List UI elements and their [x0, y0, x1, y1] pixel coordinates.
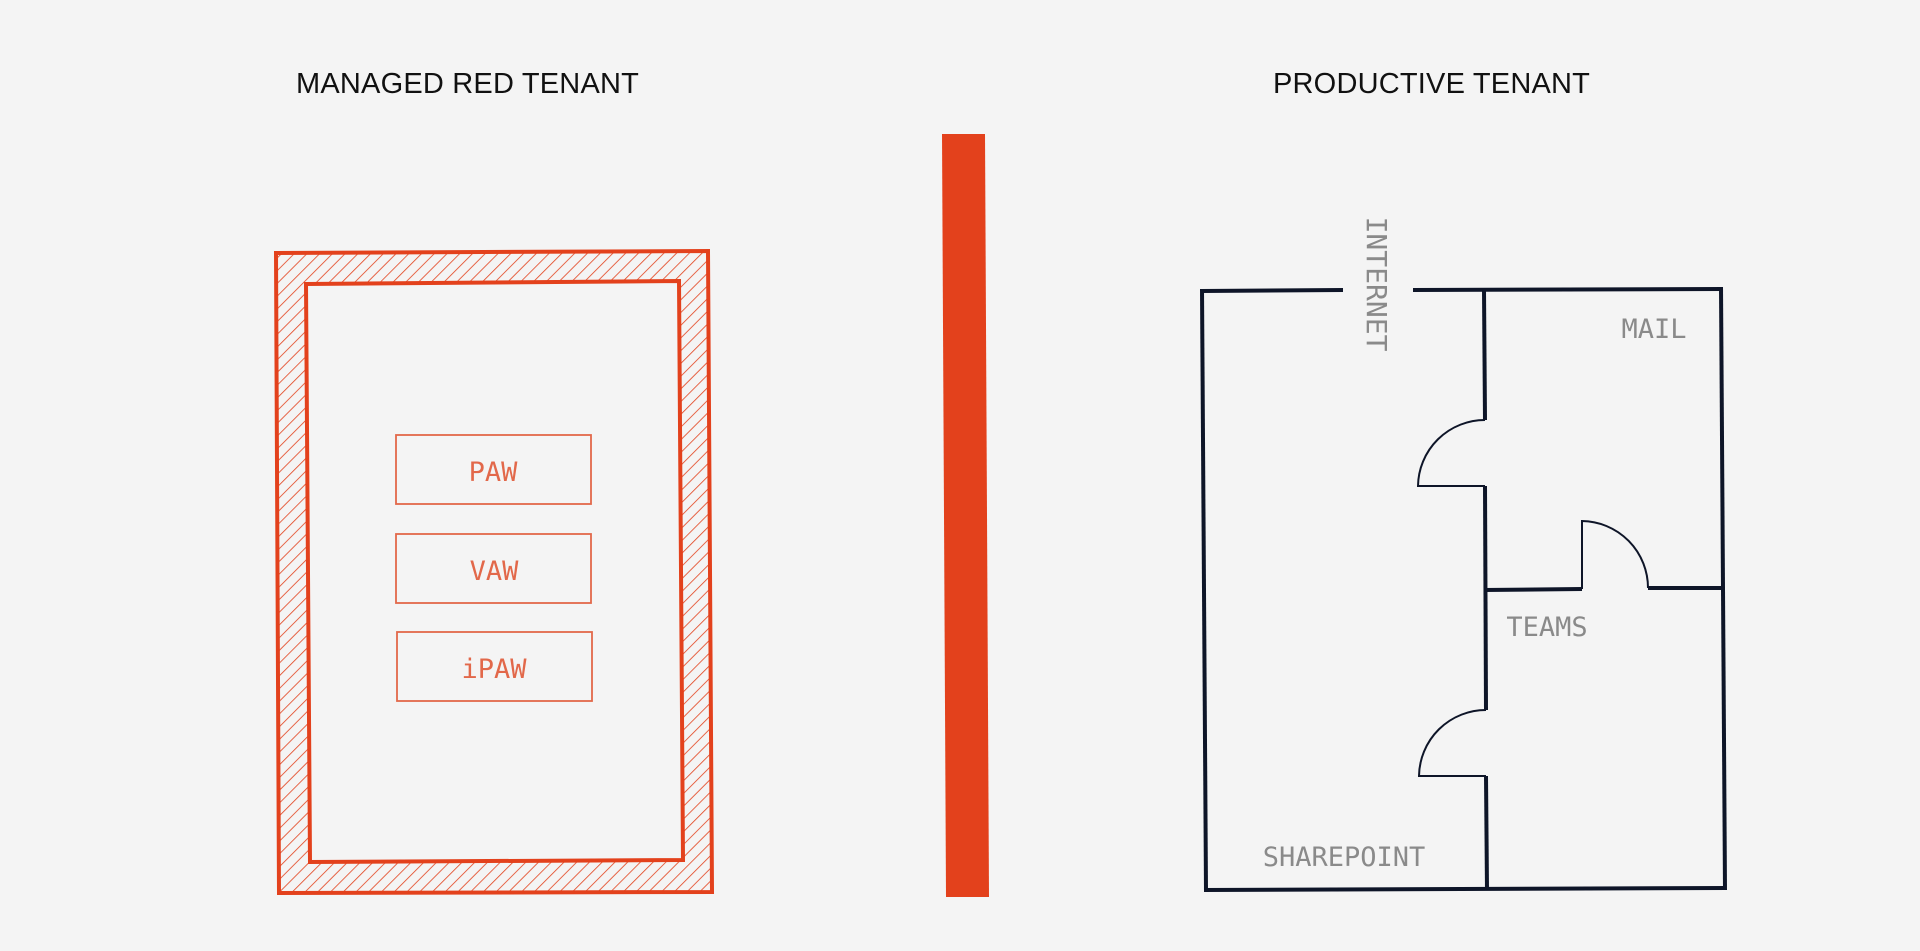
- top-wall-right: [1412, 287, 1723, 292]
- box-paw-frame: [395, 434, 592, 505]
- teams-room-label: TEAMS: [1506, 612, 1587, 643]
- box-vaw-label: VAW: [470, 556, 520, 587]
- box-ipaw-label: iPAW: [461, 654, 527, 685]
- managed-tenant-enclosure: [273, 248, 715, 896]
- door-swing-lower: [1417, 709, 1487, 777]
- mail-teams-wall-left: [1483, 587, 1583, 592]
- inner-wall-segment-1: [1482, 289, 1487, 421]
- bottom-wall: [1203, 886, 1727, 892]
- productive-tenant-title: PRODUCTIVE TENANT: [1273, 68, 1591, 100]
- productive-tenant-floorplan: [1200, 286, 1727, 892]
- mail-room-label: MAIL: [1621, 314, 1686, 345]
- inner-wall-outline: [303, 278, 686, 865]
- box-ipaw-frame: [396, 631, 593, 702]
- door-swing-upper: [1416, 419, 1486, 487]
- internet-label: INTERNET: [1360, 217, 1393, 352]
- left-wall: [1200, 288, 1208, 892]
- managed-red-tenant-title: MANAGED RED TENANT: [296, 68, 640, 100]
- outer-wall-outline: [273, 248, 715, 896]
- inner-wall-segment-3: [1484, 775, 1489, 891]
- box-vaw-frame: [395, 533, 592, 604]
- sharepoint-room-label: SHAREPOINT: [1263, 842, 1426, 873]
- box-paw: PAW: [395, 434, 592, 505]
- box-ipaw: iPAW: [396, 631, 593, 702]
- separator-bar: [942, 134, 989, 897]
- top-wall-left: [1201, 288, 1344, 293]
- inner-wall-segment-2: [1483, 485, 1488, 711]
- box-paw-label: PAW: [469, 457, 519, 488]
- door-swing-middle: [1581, 519, 1649, 589]
- box-vaw: VAW: [395, 533, 592, 604]
